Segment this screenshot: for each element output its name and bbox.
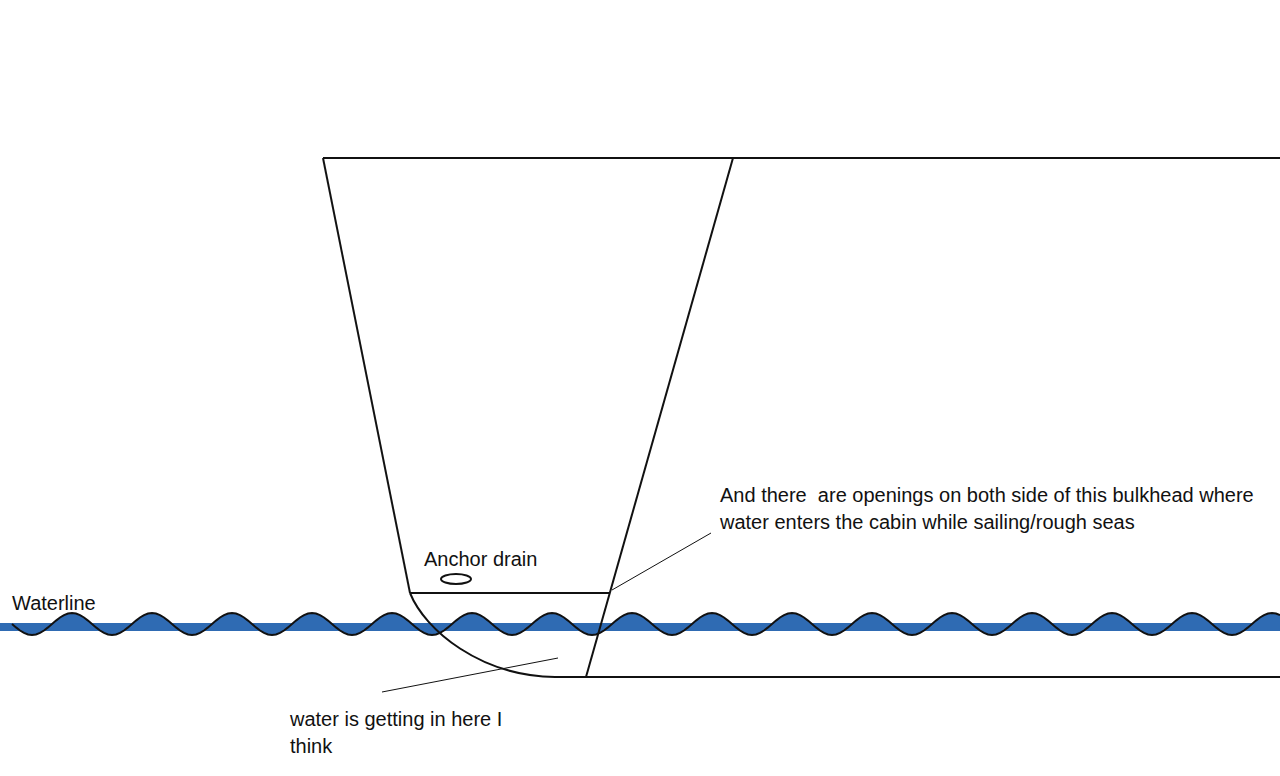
leader-line [382,658,558,692]
waterline-label: Waterline [12,590,96,617]
hull-bottom [410,593,1280,677]
leader-line [612,533,711,590]
note-text: And there are openings on both side of t… [720,482,1260,536]
part-label: Anchor drain [424,546,537,573]
deck-line [323,157,1280,159]
wave-fill [12,613,1280,635]
locker-floor [410,592,609,594]
anchor-drain-hole [441,574,471,584]
bow-line [323,158,410,593]
note-text: water is getting in here I think [290,706,540,760]
wave-line [12,613,1280,635]
bulkhead-line [586,158,733,677]
